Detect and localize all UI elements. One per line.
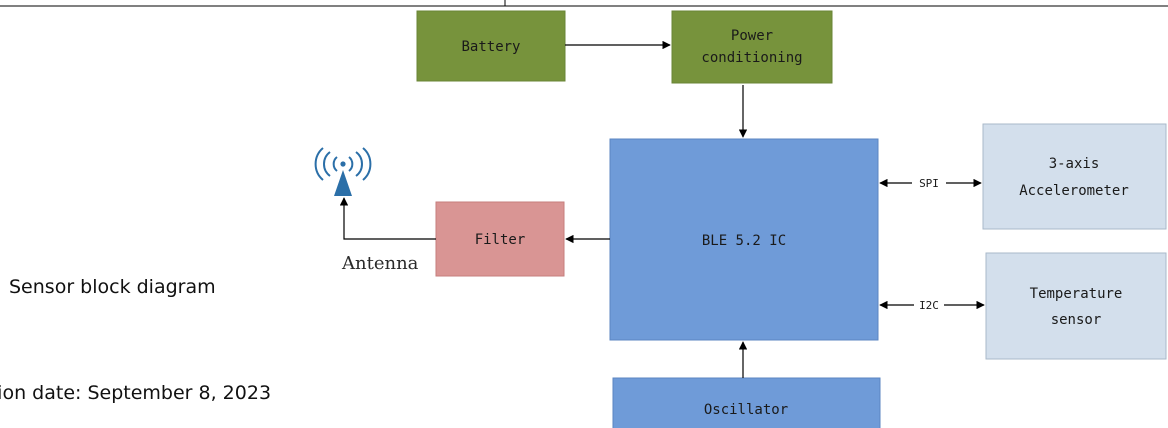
temperature-sensor-label-line1: Temperature [1030, 286, 1123, 302]
battery-block: Battery [416, 10, 566, 82]
oscillator-label: Oscillator [704, 402, 788, 418]
accelerometer-block: 3-axis Accelerometer [982, 123, 1167, 230]
ble-ic-label: BLE 5.2 IC [702, 233, 786, 249]
antenna-signal-icon [314, 147, 372, 196]
filter-to-antenna-arrow [339, 197, 436, 240]
antenna-label: Antenna [341, 253, 419, 274]
temperature-sensor-label-line2: sensor [1051, 312, 1102, 328]
revision-date: ision date: September 8, 2023 [0, 382, 272, 404]
power-conditioning-label-line1: Power [731, 28, 773, 44]
diagram-caption: Sensor block diagram [9, 276, 216, 298]
i2c-connection: I2C [879, 299, 985, 312]
temperature-sensor-block: Temperature sensor [985, 252, 1167, 360]
accelerometer-label-line2: Accelerometer [1019, 183, 1129, 199]
power-conditioning-label-line2: conditioning [701, 50, 802, 66]
top-rule [0, 0, 1168, 7]
oscillator-block: Oscillator [612, 377, 881, 428]
ble-ic-block: BLE 5.2 IC [609, 138, 879, 341]
filter-label: Filter [475, 232, 526, 248]
spi-label: SPI [919, 177, 939, 190]
i2c-label: I2C [919, 299, 939, 312]
power-conditioning-block: Power conditioning [671, 10, 833, 84]
filter-block: Filter [435, 201, 565, 277]
battery-label: Battery [461, 39, 520, 55]
accelerometer-label-line1: 3-axis [1049, 156, 1100, 172]
spi-connection: SPI [879, 177, 982, 190]
